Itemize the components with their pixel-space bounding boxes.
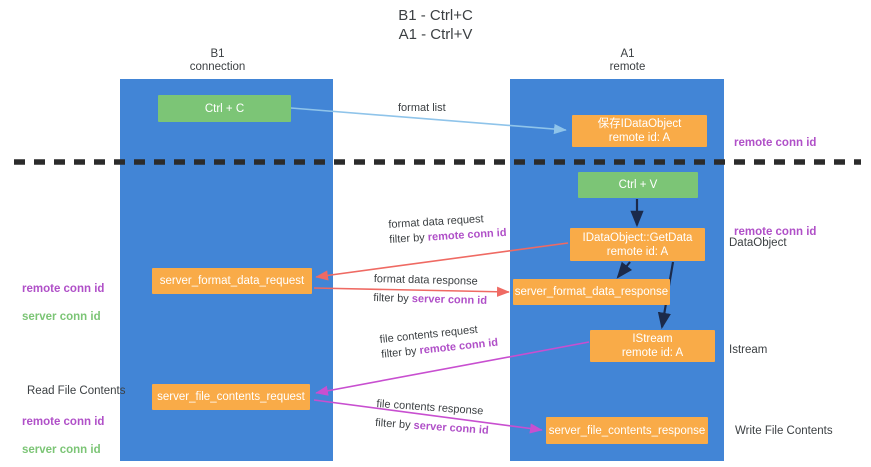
node-server-format-data-response[interactable]: server_format_data_response (513, 279, 670, 305)
column-header-b1: B1 connection (189, 48, 246, 73)
caption-format-list-text: format list (398, 102, 446, 114)
label-istream: Istream (729, 344, 768, 356)
caption-filter-key: server conn id (413, 419, 490, 437)
caption-filter-prefix: filter by (388, 231, 429, 246)
caption-line-filter: filter by server conn id (375, 416, 489, 439)
key-remote-conn-id-text: remote conn id (734, 137, 817, 149)
label-read-file-contents: Read File Contents (27, 385, 126, 397)
node-ctrl-c[interactable]: Ctrl + C (158, 95, 291, 122)
column-header-a1: A1 remote (609, 48, 646, 73)
key-server-conn-id-text: server conn id (22, 311, 101, 323)
key-pair-left-middle: remote conn id server conn id (22, 268, 104, 338)
key-remote-conn-id-middle: remote conn id (734, 211, 816, 239)
caption-filter-key: server conn id (411, 293, 488, 307)
key-remote-conn-id-text: remote conn id (734, 226, 817, 238)
caption-filter-prefix: filter by (374, 416, 415, 432)
node-server-file-contents-response[interactable]: server_file_contents_response (546, 417, 708, 444)
node-istream[interactable]: IStream remote id: A (590, 330, 715, 362)
node-server-file-contents-request[interactable]: server_file_contents_request (152, 384, 310, 410)
node-ctrl-v[interactable]: Ctrl + V (578, 172, 698, 198)
caption-line-filter: filter by server conn id (373, 291, 487, 309)
caption-format-list: format list (398, 101, 446, 116)
page-title: B1 - Ctrl+C A1 - Ctrl+V (398, 7, 473, 43)
caption-line-primary: format data response (373, 272, 478, 288)
label-write-file-contents: Write File Contents (735, 425, 833, 437)
caption-format-data-request: format data request filter by remote con… (388, 211, 507, 248)
node-idataobject-getdata[interactable]: IDataObject::GetData remote id: A (570, 228, 705, 261)
label-dataobject: DataObject (729, 237, 787, 249)
caption-filter-prefix: filter by (380, 344, 421, 361)
key-remote-conn-id-text: remote conn id (22, 283, 105, 295)
key-pair-left-bottom: remote conn id server conn id (22, 401, 104, 467)
key-server-conn-id-text: server conn id (22, 444, 101, 456)
caption-filter-key: remote conn id (427, 226, 507, 244)
node-server-format-data-request[interactable]: server_format_data_request (152, 268, 312, 294)
caption-filter-prefix: filter by (373, 291, 412, 305)
key-remote-conn-id-text: remote conn id (22, 416, 105, 428)
key-remote-conn-id-top: remote conn id (734, 122, 816, 150)
caption-file-contents-response: file contents response filter by server … (375, 397, 491, 439)
node-save-idataobject[interactable]: 保存IDataObject remote id: A (572, 115, 707, 147)
caption-file-contents-request: file contents request filter by remote c… (379, 321, 499, 363)
caption-format-data-response: format data response filter by server co… (373, 272, 488, 309)
